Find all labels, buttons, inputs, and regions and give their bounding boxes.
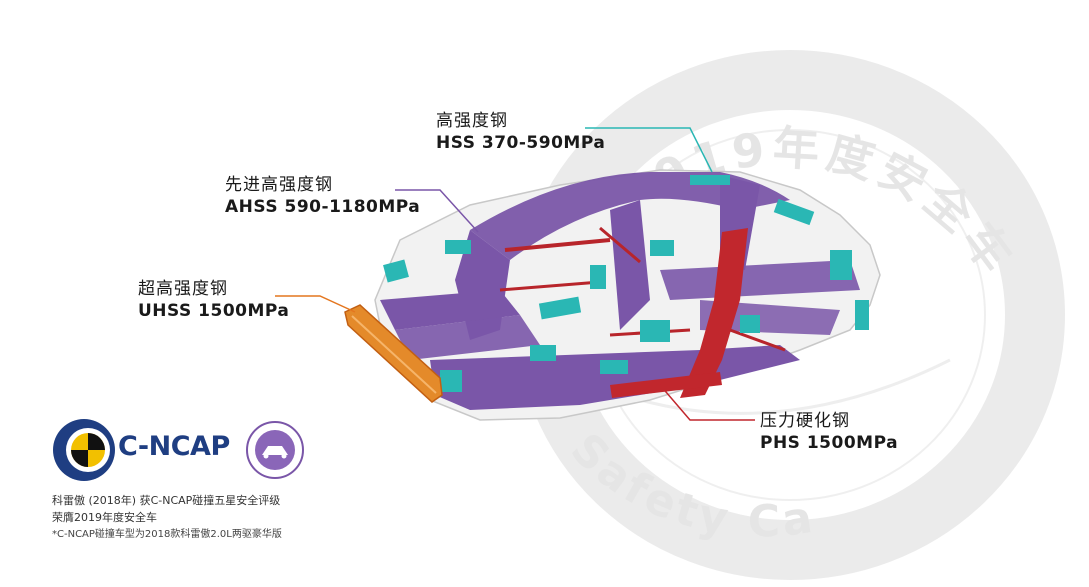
footer-notes: 科雷傲 (2018年) 获C-NCAP碰撞五星安全评级 荣膺2019年度安全车 … bbox=[52, 492, 282, 543]
red-cross-member-2 bbox=[599, 226, 641, 264]
hss-bracket bbox=[440, 370, 462, 392]
cncap-logo-emblem bbox=[53, 419, 115, 481]
ahss-leader-line bbox=[395, 189, 479, 233]
cncap-quarter-1 bbox=[88, 433, 105, 450]
badge-wheel-icon bbox=[281, 453, 287, 459]
roof-rail bbox=[470, 172, 790, 260]
footer-line-3: *C-NCAP碰撞车型为2018款科雷傲2.0L两驱豪华版 bbox=[52, 529, 282, 540]
hss-bracket bbox=[690, 175, 730, 185]
hss-label-en: HSS 370-590MPa bbox=[436, 133, 606, 153]
b-pillar bbox=[610, 200, 650, 330]
red-cross-member-4 bbox=[729, 328, 786, 352]
rear-rail bbox=[660, 260, 860, 300]
phs-leader-line bbox=[659, 384, 755, 421]
badge-wheel-icon bbox=[263, 453, 269, 459]
front-rail-lower bbox=[395, 315, 540, 360]
hss-bracket bbox=[640, 320, 670, 342]
safety-car-badge bbox=[246, 421, 304, 479]
hss-bracket bbox=[773, 198, 815, 226]
ahss-label-en: AHSS 590-1180MPa bbox=[225, 197, 421, 217]
hss-bracket bbox=[600, 360, 628, 374]
footer-line-1: 科雷傲 (2018年) 获C-NCAP碰撞五星安全评级 bbox=[52, 494, 281, 507]
uhss-label-en: UHSS 1500MPa bbox=[138, 301, 290, 321]
front-rail-upper bbox=[380, 290, 520, 330]
red-cross-member-3 bbox=[499, 280, 601, 292]
badge-car-icon bbox=[262, 446, 288, 455]
red-cross-member-1 bbox=[504, 238, 611, 252]
car-body-frame bbox=[344, 169, 881, 421]
hss-bracket bbox=[830, 250, 852, 280]
ahss-label: 先进高强度钢 AHSS 590-1180MPa bbox=[225, 174, 420, 218]
phs-label: 压力硬化钢 PHS 1500MPa bbox=[760, 410, 898, 454]
phs-sill-reinforcement bbox=[610, 372, 722, 398]
uhss-label-cn: 超高强度钢 bbox=[138, 279, 228, 299]
uhss-leader-line bbox=[275, 295, 356, 313]
hss-leader-line bbox=[585, 127, 713, 173]
hss-label-cn: 高强度钢 bbox=[436, 111, 508, 131]
hss-brackets bbox=[383, 175, 869, 392]
ahss-label-cn: 先进高强度钢 bbox=[225, 175, 333, 195]
cncap-logo-text: C-NCAP bbox=[118, 431, 230, 462]
hss-bracket bbox=[855, 300, 869, 330]
hss-bracket bbox=[383, 259, 409, 283]
hss-bracket bbox=[590, 265, 606, 289]
hss-bracket bbox=[740, 315, 760, 333]
cncap-quarter-2 bbox=[71, 450, 88, 467]
uhss-label: 超高强度钢 UHSS 1500MPa bbox=[138, 278, 289, 322]
phs-b-pillar bbox=[680, 228, 748, 398]
phs-label-cn: 压力硬化钢 bbox=[760, 411, 850, 431]
hss-bracket bbox=[650, 240, 674, 256]
phs-label-en: PHS 1500MPa bbox=[760, 433, 899, 453]
footer-line-2: 荣膺2019年度安全车 bbox=[52, 511, 157, 524]
hss-bracket bbox=[530, 345, 556, 361]
hss-label: 高强度钢 HSS 370-590MPa bbox=[436, 110, 605, 154]
hss-bracket bbox=[445, 240, 471, 254]
uhss-bumper-highlight bbox=[351, 315, 437, 394]
hss-bracket bbox=[538, 296, 582, 320]
